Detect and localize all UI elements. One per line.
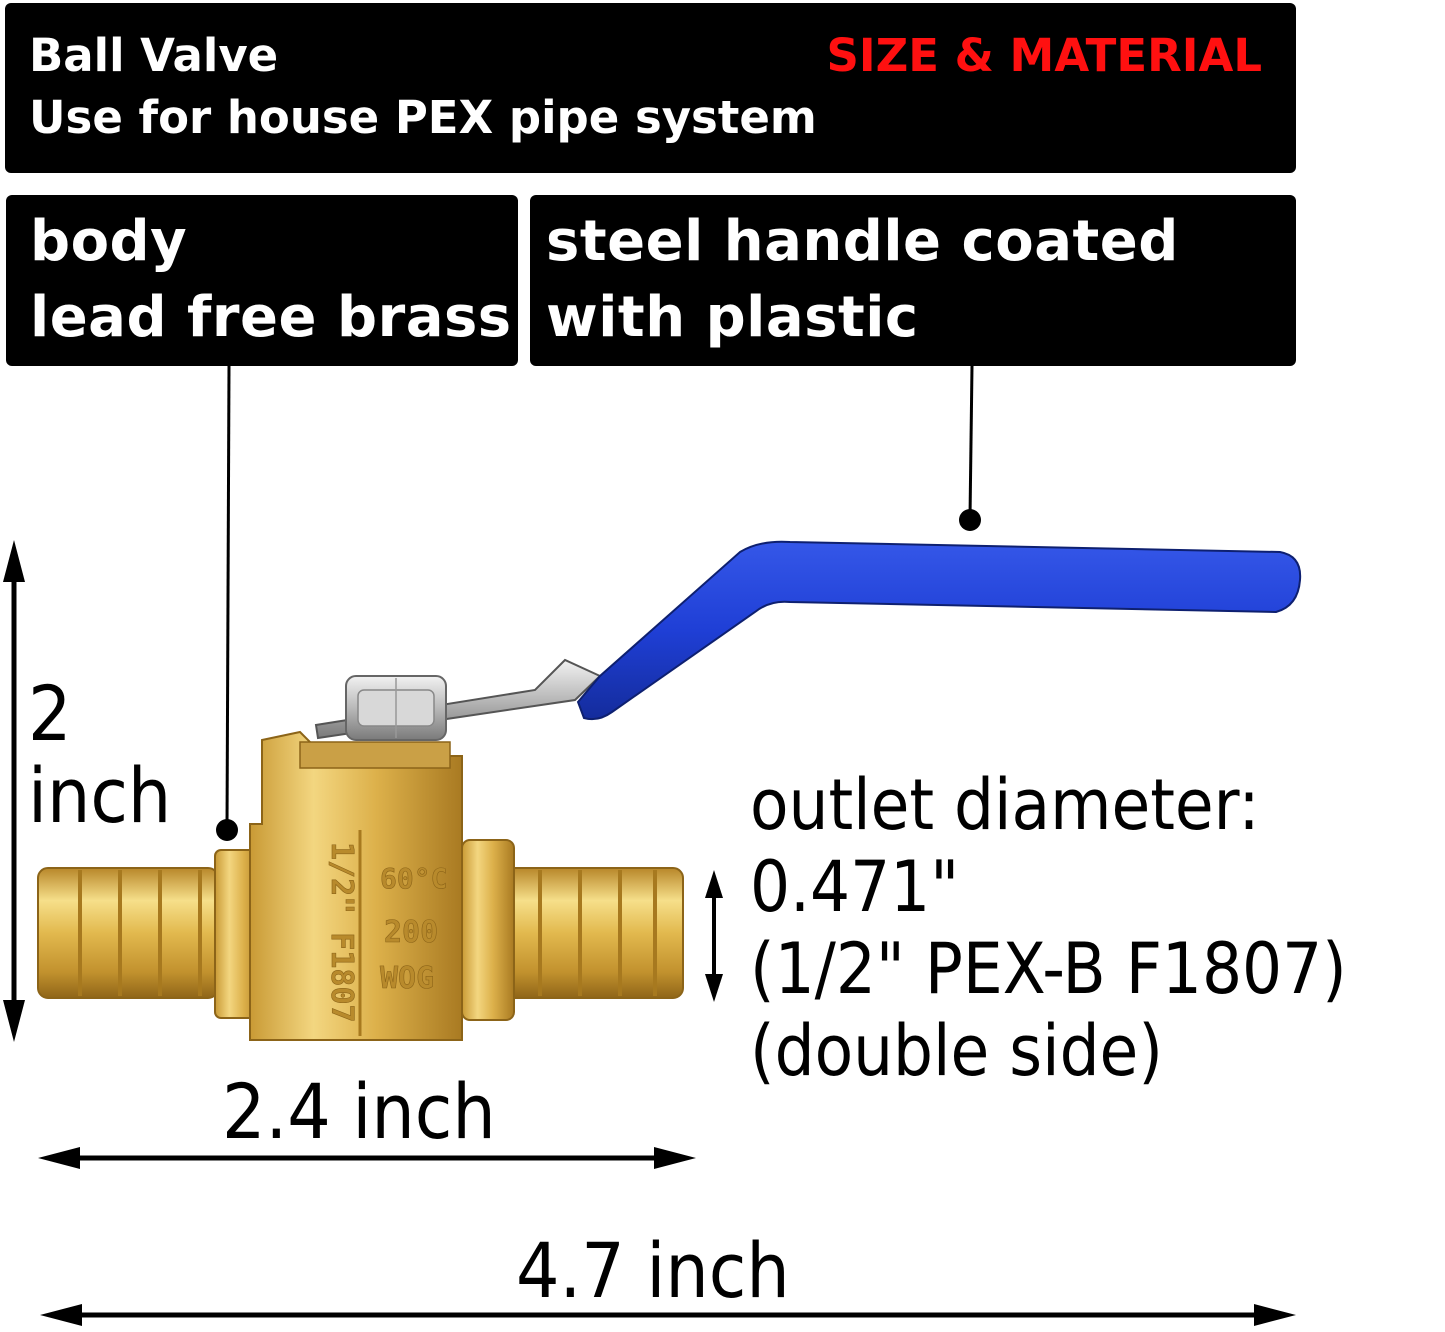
valve-handle bbox=[314, 540, 1302, 740]
height-value: 2 bbox=[28, 669, 72, 758]
header-title: Ball Valve bbox=[29, 29, 279, 82]
header-subtitle: Use for house PEX pipe system bbox=[29, 91, 817, 144]
body-callout-line1: body bbox=[30, 209, 188, 274]
right-pex-barb bbox=[504, 867, 684, 999]
body-marking-temp: 60°C bbox=[380, 862, 447, 895]
body-markings: 1/2" F1807 60°C 200 WOG bbox=[324, 842, 448, 1023]
body-marking-wog: WOG bbox=[380, 961, 434, 996]
valve-body bbox=[214, 730, 515, 1041]
body-leader-line bbox=[216, 365, 238, 841]
header-tag: SIZE & MATERIAL bbox=[826, 29, 1262, 82]
body-callout-line2: lead free brass bbox=[30, 285, 512, 350]
handle-callout-line2: with plastic bbox=[546, 285, 919, 350]
height-dimension-arrow bbox=[3, 540, 25, 1042]
left-pex-barb bbox=[37, 867, 219, 999]
total-length-arrow bbox=[40, 1304, 1296, 1326]
outlet-diameter-label: outlet diameter: 0.471" (1/2" PEX-B F180… bbox=[750, 764, 1347, 1092]
total-length-label: 4.7 inch bbox=[516, 1226, 790, 1315]
body-marking-pressure: 200 bbox=[384, 915, 438, 950]
handle-material-callout: steel handle coated with plastic bbox=[530, 195, 1296, 366]
handle-callout-line1: steel handle coated bbox=[546, 209, 1179, 274]
outlet-diameter-arrow bbox=[705, 870, 723, 1002]
outlet-line2: 0.471" bbox=[750, 846, 960, 928]
body-marking-size: 1/2" F1807 bbox=[324, 842, 359, 1023]
header-banner: Ball Valve Use for house PEX pipe system… bbox=[5, 3, 1296, 173]
outlet-line3: (1/2" PEX-B F1807) bbox=[750, 928, 1347, 1010]
short-length-arrow bbox=[38, 1147, 696, 1169]
height-unit: inch bbox=[28, 751, 172, 840]
body-material-callout: body lead free brass bbox=[6, 195, 518, 366]
short-length-label: 2.4 inch bbox=[222, 1067, 496, 1156]
outlet-line4: (double side) bbox=[750, 1010, 1163, 1092]
outlet-line1: outlet diameter: bbox=[750, 764, 1260, 846]
stem-nut bbox=[345, 675, 447, 741]
handle-leader-line bbox=[959, 365, 981, 531]
